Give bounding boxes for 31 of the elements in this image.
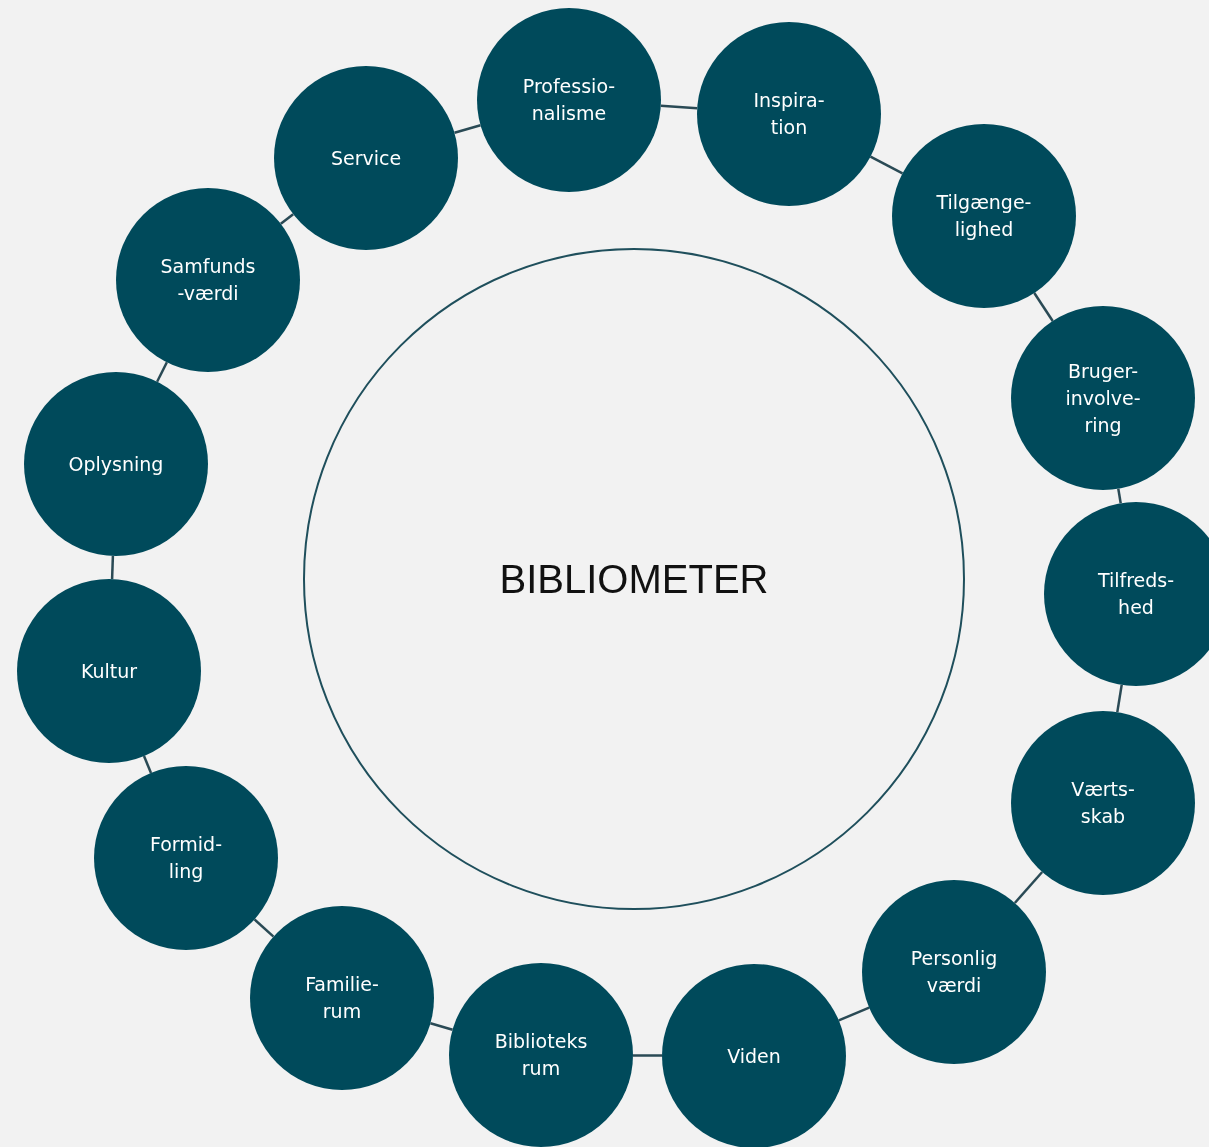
connector-line: [869, 155, 904, 175]
diagram-title-text: BIBLIOMETER: [499, 556, 769, 603]
connector-line: [660, 104, 698, 110]
value-label: Personlig værdi: [910, 946, 998, 998]
connector-line: [633, 1054, 662, 1057]
value-label: Inspira- tion: [753, 88, 825, 140]
connector-line: [1013, 871, 1044, 904]
value-label: Værts- skab: [1071, 777, 1135, 829]
connector-line: [156, 361, 168, 383]
connector-line: [838, 1006, 870, 1022]
value-label: Biblioteks rum: [494, 1029, 588, 1081]
connector-line: [142, 755, 153, 774]
connector-line: [110, 555, 115, 580]
connector-line: [253, 918, 275, 938]
value-label: Kultur: [80, 658, 138, 684]
value-label: Professio- nalisme: [522, 74, 616, 126]
connector-line: [454, 124, 481, 134]
connector-line: [430, 1022, 453, 1031]
value-label: Samfunds -værdi: [160, 254, 256, 306]
value-label: Tilgænge- lighed: [936, 190, 1032, 242]
value-label: Viden: [727, 1043, 781, 1069]
value-label: Bruger- involve- ring: [1065, 358, 1141, 438]
value-label: Oplysning: [68, 451, 164, 477]
value-label: Tilfreds- hed: [1097, 568, 1175, 620]
value-label: Familie- rum: [305, 972, 379, 1024]
connector-line: [1116, 684, 1123, 713]
connector-line: [280, 213, 294, 225]
connector-line: [1117, 488, 1122, 504]
value-label: Formid- ling: [149, 832, 223, 884]
value-label: Service: [330, 145, 402, 171]
connector-line: [1033, 292, 1054, 322]
